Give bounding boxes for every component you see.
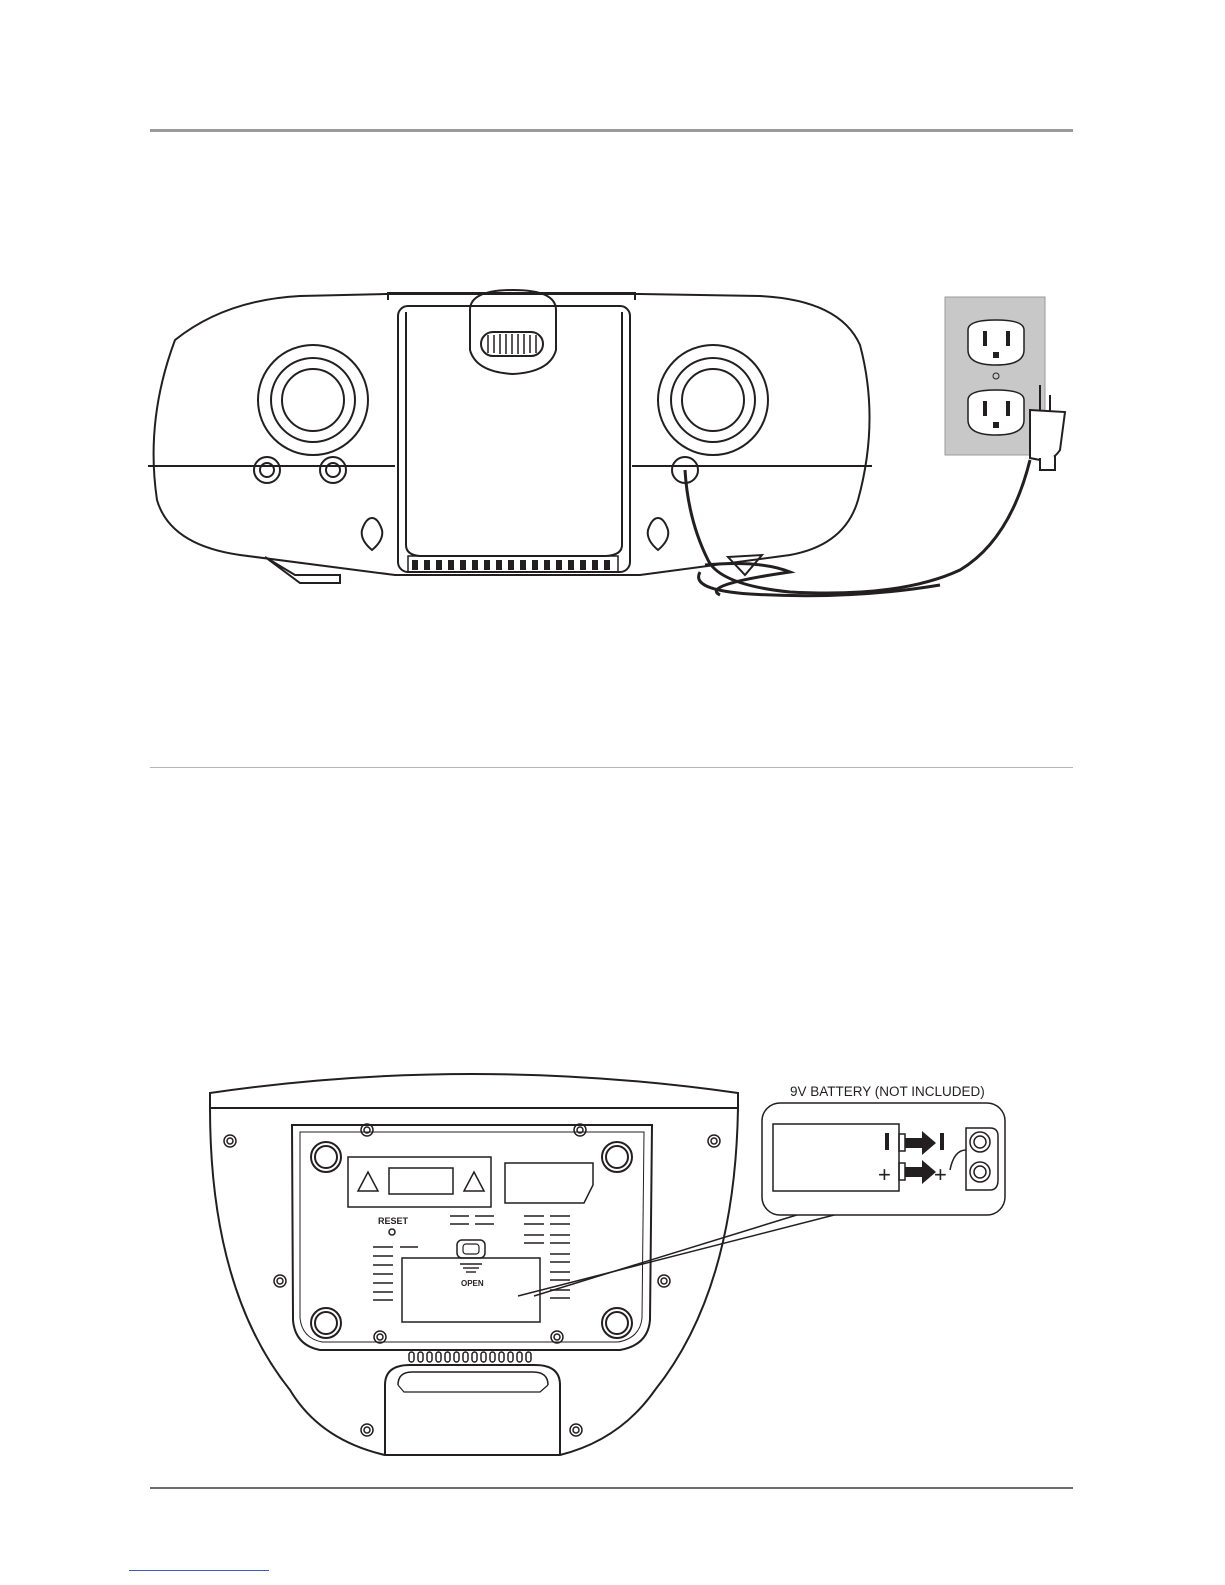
reset-label: RESET (378, 1216, 409, 1226)
battery-callout-title: 9V BATTERY (NOT INCLUDED) (790, 1084, 985, 1099)
open-label: OPEN (461, 1279, 484, 1288)
battery-plus-symbol: + (878, 1162, 891, 1187)
bottom-view-illustration: RESET OPEN 9V BATTERY (NOT INCLUDED) + + (0, 0, 1225, 1500)
reset-hole (389, 1229, 395, 1235)
rear-stand (385, 1365, 560, 1455)
label-recess-right (505, 1163, 593, 1203)
terminal-plus-symbol: + (934, 1162, 947, 1187)
footer-link-underline[interactable] (129, 1570, 269, 1571)
battery-callout (762, 1103, 1005, 1215)
bottom-divider-rule (150, 1487, 1073, 1489)
